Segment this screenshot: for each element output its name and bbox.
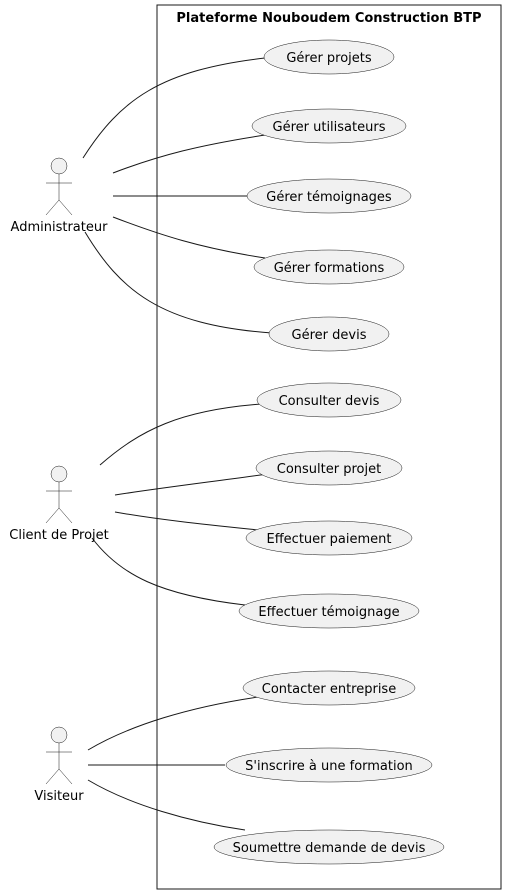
stick-figure-icon [45,465,73,524]
use-case-effectuer-temoignage: Effectuer témoignage [238,593,420,629]
assoc-client-effectuer-paiement [114,511,259,531]
actor-label: Visiteur [34,789,84,804]
actor-visiteur: Visiteur [34,726,84,804]
use-case-label: Gérer utilisateurs [273,120,386,135]
use-case-label: Contacter entreprise [262,682,396,697]
assoc-admin-gerer-formations [112,216,266,259]
use-case-label: Gérer témoignages [266,190,392,205]
stick-figure-icon [45,157,73,216]
use-case-label: Gérer devis [292,328,367,343]
assoc-client-effectuer-temoignage [91,537,246,606]
actor-client-de-projet: Client de Projet [9,465,109,543]
use-case-label: Effectuer témoignage [258,605,399,620]
use-case-contacter-entreprise: Contacter entreprise [242,670,416,706]
use-case-label: Gérer projets [286,51,372,66]
assoc-client-consulter-devis [99,403,263,466]
assoc-visitor-soumettre-devis [87,779,246,831]
use-case-gerer-utilisateurs: Gérer utilisateurs [251,108,407,144]
system-boundary [156,4,502,890]
use-case-label: S'inscrire à une formation [245,759,413,774]
system-title: Plateforme Nouboudem Construction BTP [176,11,481,26]
use-case-gerer-devis: Gérer devis [268,316,390,352]
use-case-effectuer-paiement: Effectuer paiement [245,520,413,556]
use-case-soumettre-devis: Soumettre demande de devis [213,829,445,865]
use-case-label: Consulter devis [279,394,380,409]
use-case-label: Consulter projet [277,462,381,477]
assoc-admin-gerer-devis [84,231,273,334]
use-case-gerer-formations: Gérer formations [253,249,405,285]
assoc-admin-gerer-utilisateurs [112,134,266,174]
use-case-label: Gérer formations [274,261,385,276]
use-case-label: Soumettre demande de devis [233,841,426,856]
actor-administrateur: Administrateur [11,157,109,235]
actor-label: Administrateur [11,220,109,235]
stick-figure-icon [45,726,73,785]
use-case-consulter-projet: Consulter projet [255,450,403,486]
actor-label: Client de Projet [9,528,108,543]
assoc-client-consulter-projet [114,473,269,496]
use-case-gerer-projets: Gérer projets [263,39,395,75]
assoc-visitor-contacter-entreprise [87,696,259,751]
use-case-inscrire-formation: S'inscrire à une formation [225,747,433,783]
use-case-consulter-devis: Consulter devis [256,382,402,418]
use-case-gerer-temoignages: Gérer témoignages [246,178,412,214]
use-case-label: Effectuer paiement [267,532,392,547]
assoc-admin-gerer-projets [82,57,266,159]
